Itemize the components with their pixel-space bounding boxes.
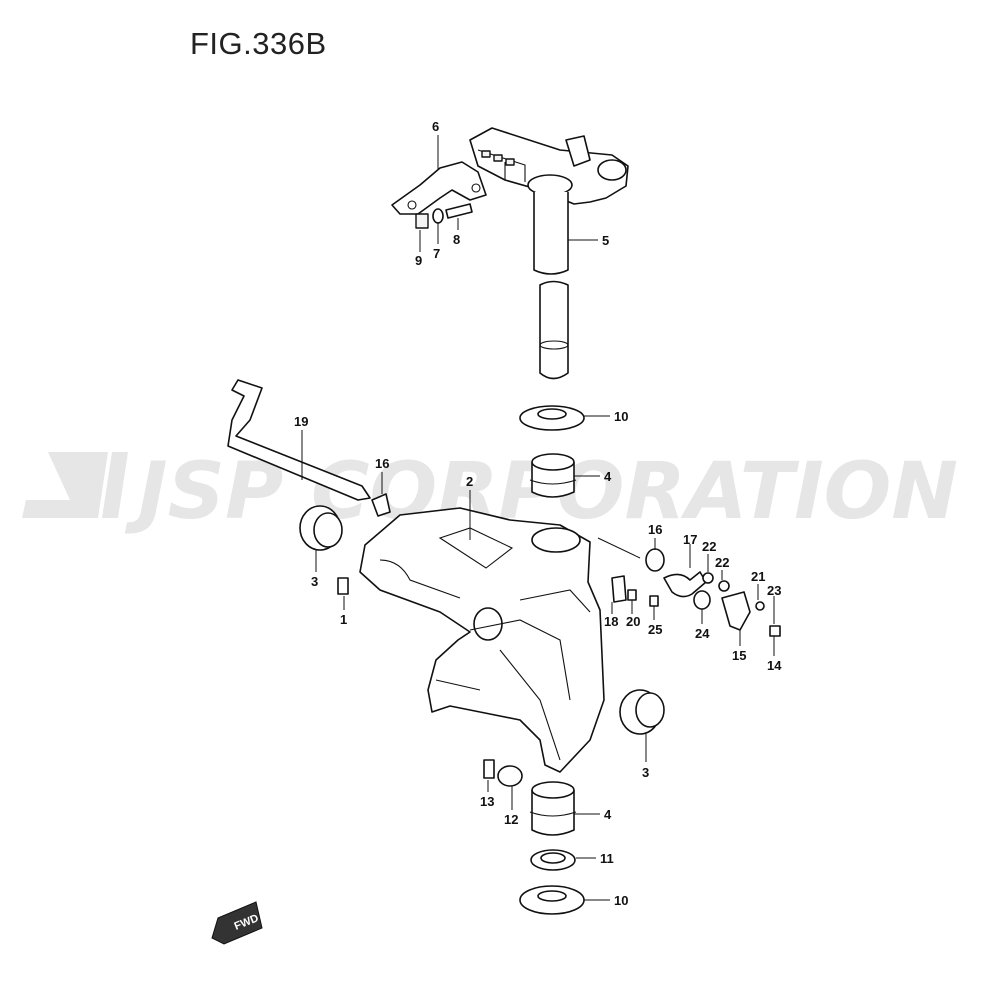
forward-direction-indicator: FWD (211, 901, 263, 945)
callout-3-left: 3 (311, 574, 318, 589)
callout-19: 19 (294, 414, 308, 429)
callout-22-mid: 22 (715, 555, 729, 570)
part-screw-1 (337, 577, 349, 595)
callout-17: 17 (683, 532, 697, 547)
callout-7: 7 (433, 246, 440, 261)
callout-18: 18 (604, 614, 618, 629)
callout-10-upper: 10 (614, 409, 628, 424)
callout-21: 21 (751, 569, 765, 584)
part-bushing-16-left (371, 493, 391, 517)
part-bolt-13 (483, 759, 495, 779)
part-bush-3-right (619, 689, 665, 735)
callout-16-left: 16 (375, 456, 389, 471)
callout-14: 14 (767, 658, 782, 673)
callout-22-top: 22 (702, 539, 716, 554)
callout-2: 2 (466, 474, 473, 489)
callout-5: 5 (602, 233, 609, 248)
callout-16-right: 16 (648, 522, 662, 537)
callout-3-right: 3 (642, 765, 649, 780)
part-small-hardware (611, 548, 781, 637)
callout-9: 9 (415, 253, 422, 268)
part-stopper-12 (497, 765, 523, 787)
callout-8: 8 (453, 232, 460, 247)
part-bush-3-left (299, 505, 343, 551)
callout-13: 13 (480, 794, 494, 809)
figure-title: FIG.336B (190, 26, 327, 61)
part-lock-rod (227, 379, 371, 501)
callout-12: 12 (504, 812, 518, 827)
callout-25: 25 (648, 622, 662, 637)
callout-4-upper: 4 (604, 469, 612, 484)
callout-11: 11 (600, 851, 614, 866)
part-steering-bracket (469, 127, 629, 380)
part-bushing-upper (529, 453, 577, 498)
callout-10-lower: 10 (614, 893, 628, 908)
part-bracket-6 (391, 161, 487, 229)
callout-1: 1 (340, 612, 347, 627)
callout-20: 20 (626, 614, 640, 629)
callout-6: 6 (432, 119, 439, 134)
callout-4-lower: 4 (604, 807, 612, 822)
callout-15: 15 (732, 648, 746, 663)
part-bushing-lower (529, 781, 577, 836)
callout-24: 24 (695, 626, 710, 641)
callout-23: 23 (767, 583, 781, 598)
leader-lines (301, 135, 775, 901)
callout-labels: 6 5 8 7 9 10 4 19 16 2 3 1 16 17 22 22 2… (294, 119, 782, 908)
part-swivel-bracket (359, 507, 605, 773)
